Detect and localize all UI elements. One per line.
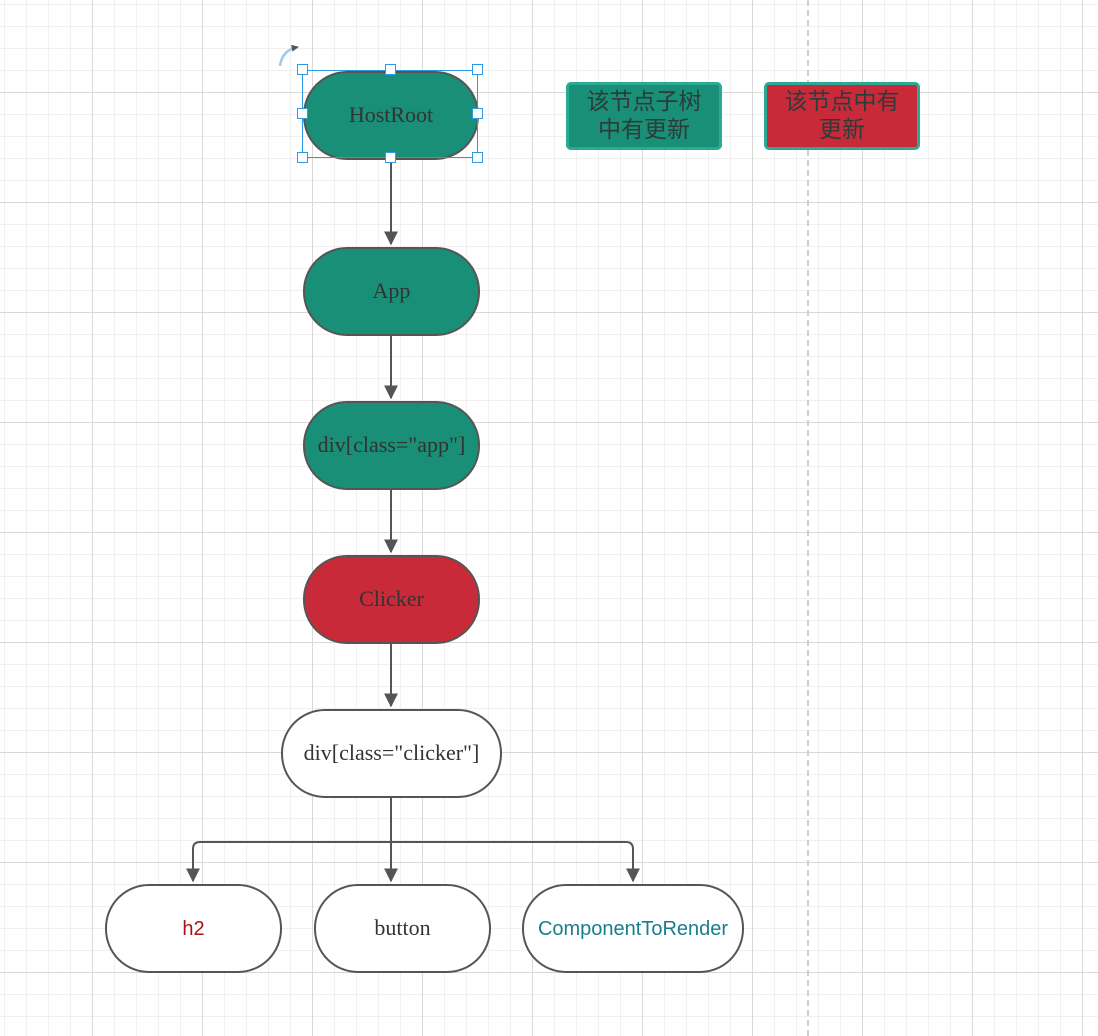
node-label: App xyxy=(372,278,411,304)
node-label: h2 xyxy=(182,917,205,940)
node-div-clicker[interactable]: div[class="clicker"] xyxy=(281,709,502,798)
edge-to-h2[interactable] xyxy=(186,841,391,883)
resize-handle-top[interactable] xyxy=(385,64,396,75)
resize-handle-top-right[interactable] xyxy=(472,64,483,75)
resize-handle-left[interactable] xyxy=(297,108,308,119)
rotate-handle-icon[interactable] xyxy=(278,44,299,67)
resize-handle-top-left[interactable] xyxy=(297,64,308,75)
resize-handle-bottom[interactable] xyxy=(385,152,396,163)
node-label: div[class="app"] xyxy=(317,432,466,458)
node-label: HostRoot xyxy=(348,102,434,128)
node-app[interactable]: App xyxy=(303,247,480,336)
node-label: button xyxy=(374,915,431,941)
node-div-app[interactable]: div[class="app"] xyxy=(303,401,480,490)
node-button[interactable]: button xyxy=(314,884,491,973)
resize-handle-right[interactable] xyxy=(472,108,483,119)
node-clicker[interactable]: Clicker xyxy=(303,555,480,644)
legend-subtree-update[interactable]: 该节点子树中有更新 xyxy=(566,82,722,150)
resize-handle-bottom-right[interactable] xyxy=(472,152,483,163)
node-hostroot[interactable]: HostRoot xyxy=(303,71,479,160)
node-label: Clicker xyxy=(359,586,424,612)
resize-handle-bottom-left[interactable] xyxy=(297,152,308,163)
node-component-to-render[interactable]: ComponentToRender xyxy=(522,884,744,973)
edge-to-component[interactable] xyxy=(391,841,640,883)
legend-node-update[interactable]: 该节点中有更新 xyxy=(764,82,920,150)
legend-label: 该节点中有更新 xyxy=(784,89,900,142)
node-label: div[class="clicker"] xyxy=(303,740,480,766)
node-label: ComponentToRender xyxy=(537,917,729,940)
legend-label: 该节点子树中有更新 xyxy=(586,89,702,142)
node-h2[interactable]: h2 xyxy=(105,884,282,973)
page-boundary xyxy=(807,0,809,1036)
